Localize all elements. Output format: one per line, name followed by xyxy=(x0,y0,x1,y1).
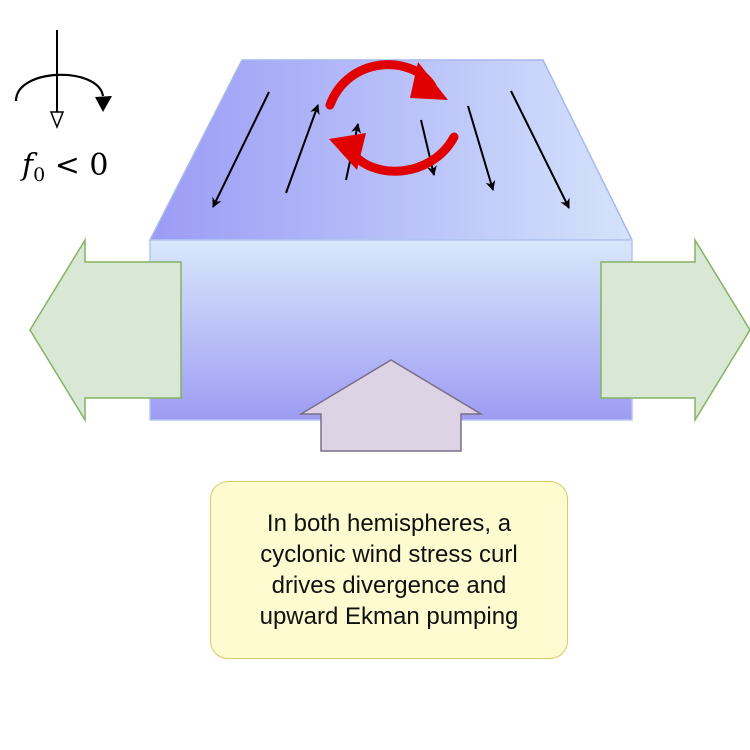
caption-text: In both hemispheres, a cyclonic wind str… xyxy=(259,510,519,630)
divergence-arrow-left xyxy=(29,237,182,423)
rotation-axis-icon xyxy=(14,30,112,130)
wind-arrow-1 xyxy=(212,91,270,208)
coriolis-subscript: 0 xyxy=(33,164,46,186)
coriolis-symbol: f xyxy=(22,148,34,183)
coriolis-relation: < 0 xyxy=(45,148,109,183)
ocean-surface-top xyxy=(148,59,634,241)
wind-stress-arrows xyxy=(212,90,570,209)
caption-box: In both hemispheres, a cyclonic wind str… xyxy=(210,481,568,659)
wind-arrow-6 xyxy=(510,90,570,209)
curl-arrow-icon xyxy=(325,60,459,176)
wind-arrow-5 xyxy=(467,105,496,191)
divergence-arrow-right xyxy=(600,237,750,423)
coriolis-parameter-label: f0 < 0 xyxy=(22,148,132,186)
upwelling-arrow-icon xyxy=(298,359,484,452)
wind-arrow-2 xyxy=(285,104,320,194)
